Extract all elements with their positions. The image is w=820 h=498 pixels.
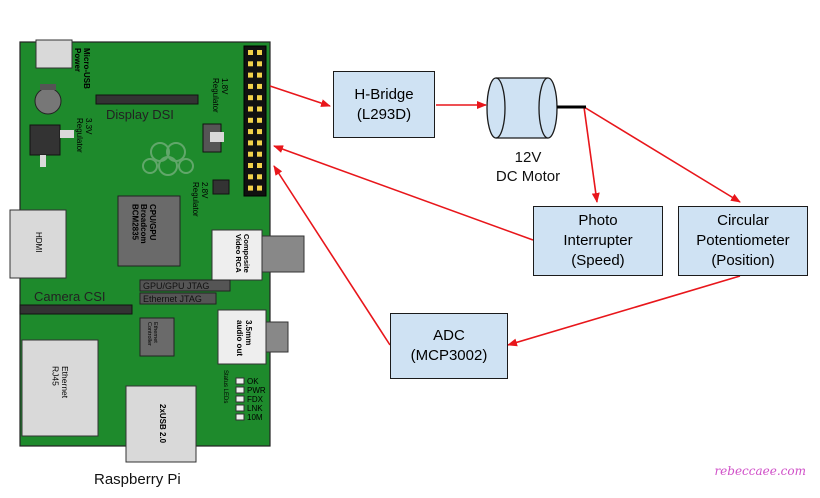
regulator-33-pin bbox=[40, 155, 46, 167]
ethernet-rj45-label: EthernetRJ45 bbox=[51, 366, 70, 399]
audio-label: 3.5mmaudio out bbox=[235, 320, 253, 356]
gpio-pin bbox=[248, 50, 253, 55]
capacitor-cap bbox=[40, 84, 56, 90]
gpio-pin bbox=[257, 50, 262, 55]
regulator-18-label: 1.8VRegulator bbox=[211, 78, 229, 113]
gpio-pin bbox=[257, 83, 262, 89]
audio-jack bbox=[265, 321, 289, 353]
composite-label: CompositeVideo RCA bbox=[234, 234, 251, 273]
status-led-label: FDX bbox=[247, 395, 264, 404]
gpio-pin bbox=[248, 163, 253, 168]
micro-usb-label: Micro-USBPower bbox=[73, 48, 91, 89]
raspberry-logo-icon bbox=[142, 142, 194, 176]
gpio-pin bbox=[257, 95, 262, 101]
composite-jack bbox=[261, 235, 305, 273]
status-led bbox=[235, 404, 245, 412]
arrow-motor-to-photo bbox=[583, 106, 600, 203]
gpio-pin bbox=[257, 163, 262, 168]
regulator-28-label: 2.8VRegulator bbox=[191, 182, 209, 217]
arrow-motor-to-pot bbox=[583, 106, 741, 203]
gpio-pin bbox=[257, 72, 262, 78]
gpio-pin bbox=[248, 106, 253, 112]
regulator-33-chip bbox=[29, 124, 61, 156]
gpio-pin bbox=[248, 185, 253, 191]
gpio-pin bbox=[257, 151, 262, 157]
capacitor-icon bbox=[34, 87, 62, 115]
gpio-pin bbox=[257, 174, 262, 180]
micro-usb-connector bbox=[35, 39, 73, 69]
arrow-adc-to-pi bbox=[273, 165, 391, 346]
status-led bbox=[235, 413, 245, 421]
gpio-header bbox=[243, 45, 267, 197]
cpu-label: CPU/GPUBroadcomBCM2835 bbox=[130, 204, 157, 244]
status-led-label: 10M bbox=[247, 413, 263, 422]
gpio-pins bbox=[248, 50, 262, 191]
gpio-pin bbox=[248, 72, 253, 78]
regulator-33-label: 3.3VRegulator bbox=[75, 118, 93, 153]
regulator-18-tab bbox=[210, 132, 224, 142]
usb-label: 2xUSB 2.0 bbox=[158, 404, 167, 444]
usb-connector bbox=[125, 385, 197, 463]
eth-jtag-label: Ethernet JTAG bbox=[143, 294, 202, 304]
watermark: rebeccaee.com bbox=[714, 464, 806, 478]
dc-motor-label: 12V DC Motor bbox=[495, 149, 561, 185]
gpio-pin bbox=[257, 129, 262, 135]
connections bbox=[269, 85, 741, 347]
gpio-pin bbox=[248, 95, 253, 101]
raspberry-pi-board: Micro-USBPower Display DSI 3.3VRegulator bbox=[9, 39, 305, 463]
arrow-pi-to-hbridge bbox=[269, 85, 331, 107]
cpu-chip bbox=[117, 195, 181, 267]
regulator-33-tab bbox=[60, 130, 74, 138]
gpu-jtag-label: GPU/GPU JTAG bbox=[143, 281, 209, 291]
potentiometer-block: Circular Potentiometer (Position) bbox=[678, 206, 808, 276]
raspberry-pi-caption: Raspberry Pi bbox=[94, 471, 181, 488]
hbridge-block: H-Bridge (L293D) bbox=[333, 71, 435, 138]
arrow-photo-to-pi bbox=[273, 145, 534, 241]
gpio-pin bbox=[248, 174, 253, 180]
hdmi-label: HDMI bbox=[34, 232, 43, 252]
ethernet-controller-label: EthernetController bbox=[146, 322, 158, 346]
audio-connector bbox=[217, 309, 267, 365]
gpio-pin bbox=[257, 106, 262, 112]
dc-motor-icon bbox=[486, 77, 586, 139]
photo-interrupter-block: Photo Interrupter (Speed) bbox=[533, 206, 663, 276]
eth-jtag-bar bbox=[139, 292, 217, 305]
ethernet-controller-chip bbox=[139, 317, 175, 357]
composite-connector bbox=[211, 229, 263, 281]
gpio-pin bbox=[248, 140, 253, 146]
gpio-pin bbox=[248, 129, 253, 135]
adc-block: ADC (MCP3002) bbox=[390, 313, 508, 379]
camera-csi-connector bbox=[19, 304, 133, 315]
gpio-pin bbox=[248, 151, 253, 157]
status-led bbox=[235, 386, 245, 394]
status-led-label: LNK bbox=[247, 404, 263, 413]
hdmi-connector bbox=[9, 209, 67, 279]
ethernet-rj45-connector bbox=[21, 339, 99, 437]
status-led bbox=[235, 377, 245, 385]
status-led bbox=[235, 395, 245, 403]
gpio-pin bbox=[257, 140, 262, 146]
status-leds-label: Status LEDs bbox=[222, 370, 228, 403]
gpio-pin bbox=[257, 117, 262, 123]
gpio-pin bbox=[248, 117, 253, 123]
arrow-pot-to-adc bbox=[507, 275, 741, 347]
status-led-label: OK bbox=[247, 377, 259, 386]
display-dsi-connector bbox=[95, 94, 199, 105]
gpio-pin bbox=[257, 61, 262, 67]
gpio-pin bbox=[257, 185, 262, 191]
gpu-jtag-bar bbox=[139, 279, 231, 292]
gpio-pin bbox=[248, 61, 253, 67]
display-dsi-label: Display DSI bbox=[106, 107, 174, 122]
status-led-label: PWR bbox=[247, 386, 266, 395]
gpio-pin bbox=[248, 83, 253, 89]
regulator-28-chip bbox=[212, 179, 230, 195]
camera-csi-label: Camera CSI bbox=[34, 289, 106, 304]
